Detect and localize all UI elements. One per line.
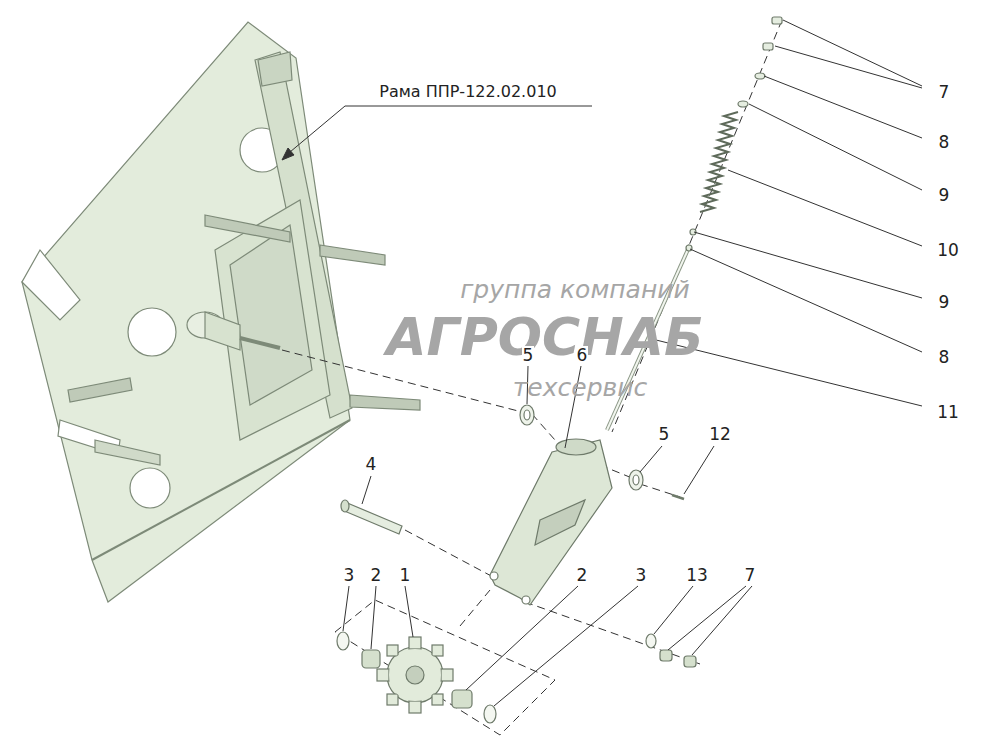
callout-number: 9: [938, 186, 951, 205]
callout-number: 5: [658, 425, 671, 444]
callout-number: 7: [938, 83, 951, 102]
callout-number: 5: [522, 346, 535, 365]
frame: [22, 22, 420, 602]
leader-lines: [343, 20, 922, 706]
callout-number: 7: [744, 566, 757, 585]
callout-number: 11: [936, 403, 960, 422]
title-leader: [282, 106, 592, 160]
watermark: группа компаний: [460, 276, 690, 304]
callout-number: 3: [343, 566, 356, 585]
watermark: АГРОСНАБ: [386, 309, 703, 366]
callout-number: 3: [635, 566, 648, 585]
callout-number: 13: [685, 566, 709, 585]
callout-number: 12: [708, 425, 732, 444]
callout-number: 8: [938, 348, 951, 367]
assembly-lines: [282, 20, 782, 735]
callout-number: 1: [399, 566, 412, 585]
tension-arm: [490, 439, 612, 605]
axle-pin: [341, 500, 402, 534]
callout-number: 9: [938, 293, 951, 312]
callout-number: 10: [936, 241, 960, 260]
watermark: техсервис: [513, 374, 647, 402]
callout-number: 4: [365, 455, 378, 474]
sprocket-group: [337, 632, 696, 723]
callout-number: 6: [576, 346, 589, 365]
callout-number: 2: [576, 566, 589, 585]
callout-number: 2: [370, 566, 383, 585]
callout-number: 8: [938, 133, 951, 152]
part-label: Рама ППР-122.02.010: [379, 83, 557, 101]
spring-unit: [607, 17, 782, 430]
